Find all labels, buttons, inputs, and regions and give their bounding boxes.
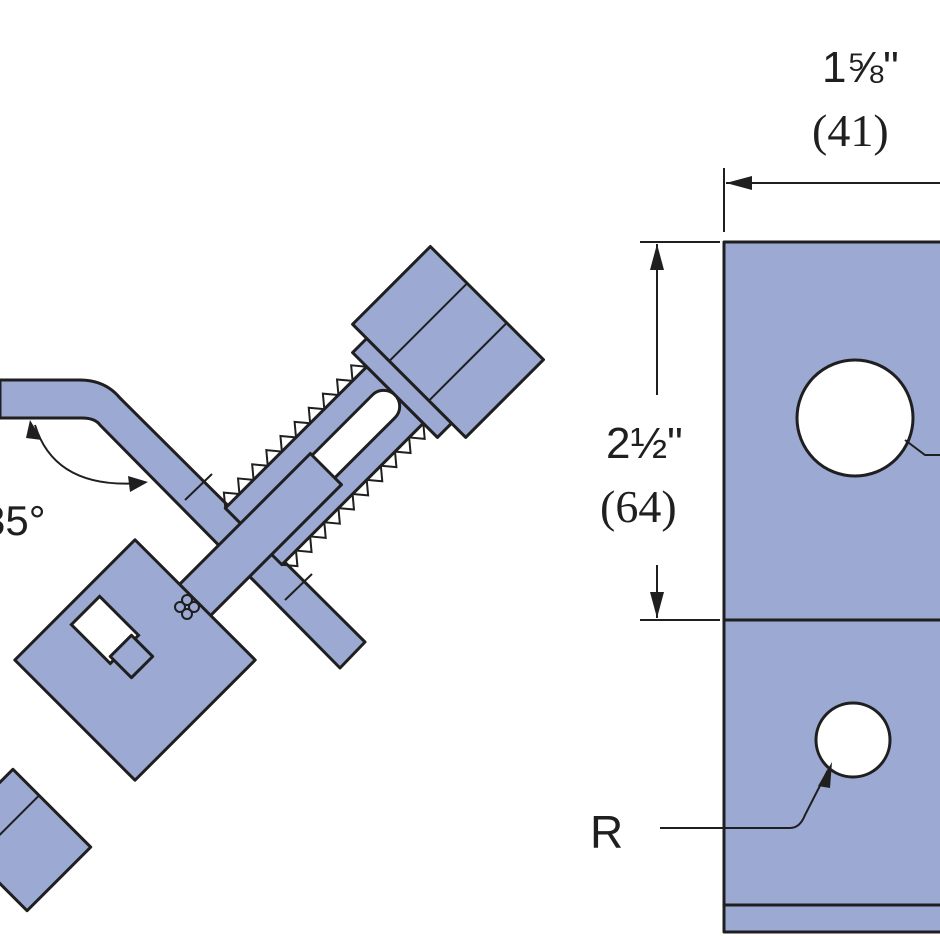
angle-arrowhead: [26, 420, 42, 440]
angle-arrowhead: [128, 476, 148, 492]
hole-leader: [904, 439, 940, 456]
bent-fitting-plate: [0, 378, 367, 670]
hex-face-line: [388, 282, 468, 362]
spacing-arrowhead-bottom: [650, 592, 664, 618]
plate-edge-line: [284, 573, 313, 601]
angle-label: 35°: [0, 497, 46, 544]
bolt-thread-top: [222, 364, 367, 509]
center-mark-icon: [174, 594, 200, 620]
width-arrowhead: [726, 176, 752, 190]
channel-nut-assembly: [13, 452, 343, 782]
width-fraction-label: 1⅝": [822, 43, 899, 92]
fitting-plate: [722, 240, 940, 934]
plate-drawing: R 1⅝" (41) 2½" (64): [590, 43, 940, 934]
hex-face-line: [428, 322, 508, 402]
assembly-drawing: 35°: [0, 245, 545, 913]
bolt-thread-bottom: [281, 423, 426, 568]
spacing-mm-label: (64): [600, 481, 677, 532]
plate-edge-line: [184, 473, 213, 501]
nut-key: [108, 633, 155, 680]
spacing-fraction-label: 2½": [606, 419, 683, 468]
radius-arrowhead: [818, 762, 832, 788]
radius-label: R: [590, 806, 623, 858]
radius-leader: [660, 769, 829, 829]
bolt-hex-head: [351, 245, 545, 439]
large-hole: [795, 358, 915, 478]
small-hole: [814, 701, 892, 779]
lower-hex-nut: [0, 767, 93, 913]
width-mm-label: (41): [812, 105, 889, 156]
spacing-arrowhead-top: [650, 244, 664, 270]
